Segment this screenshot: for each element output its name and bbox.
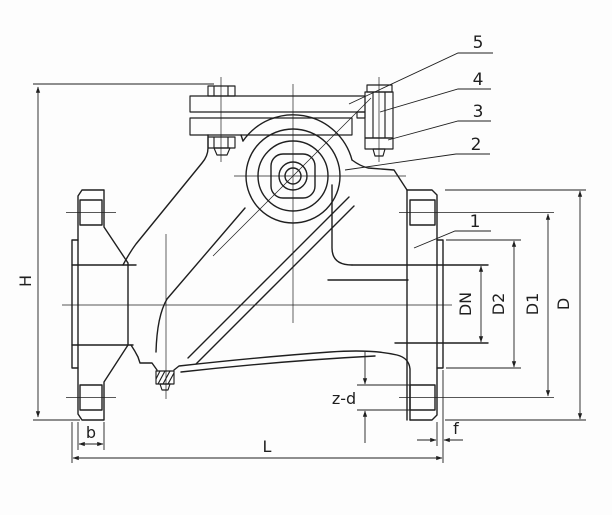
plug-hatch-3 [162, 370, 171, 385]
bonnet-assembly [189, 84, 394, 157]
hinge-housing-join [240, 134, 244, 142]
callout-2: 2 [471, 135, 482, 155]
center-lines [62, 77, 554, 399]
left-bolt-top-nut [207, 85, 236, 97]
hinge-arm-circle [257, 140, 329, 212]
valve-body [71, 114, 489, 421]
dim-label-H: H [16, 275, 35, 287]
plug-hatch-2 [157, 370, 166, 385]
left-bolt-stud-tip [213, 147, 231, 156]
callout-4: 4 [473, 70, 484, 90]
dim-label-D1: D1 [523, 293, 542, 316]
leader-1 [413, 230, 491, 249]
dim-label-b: b [86, 423, 96, 442]
right-raised-face [436, 239, 444, 369]
left-raised-face [71, 239, 79, 369]
body-top-right [351, 159, 408, 191]
neck-inner-wall [155, 207, 246, 353]
left-flange-bottom-bolt-hole [79, 384, 103, 411]
right-bolt-stud-tip [372, 148, 386, 157]
neck-outer-wall [122, 134, 209, 266]
hinge-pivot [245, 128, 341, 224]
dim-label-D: D [554, 298, 573, 310]
hinge-nut-boss [270, 153, 316, 199]
callout-leaders [344, 52, 493, 249]
right-bolt-nut [364, 137, 394, 150]
dimension-lines [35, 86, 583, 461]
right-chamber-wall [331, 184, 353, 266]
right-cover-bolt [364, 84, 394, 157]
disc-edge-inner [195, 205, 355, 365]
leader-5 [348, 52, 493, 105]
right-flange-top-bolt-hole [409, 199, 436, 226]
disc-diagonal-centerline [212, 97, 372, 257]
hinge-housing-boss [242, 114, 353, 161]
extension-lines [33, 83, 586, 463]
dim-label-D2: D2 [489, 293, 508, 316]
plug-hatch-1 [155, 370, 161, 380]
body-underside-inner [180, 355, 376, 373]
body-underside-left [130, 344, 158, 371]
body-underside-sweep [173, 350, 411, 421]
labels: H b L z-d f DN D2 D1 D 5 4 3 2 1 [16, 33, 573, 456]
callout-3: 3 [473, 102, 484, 122]
leader-4 [379, 88, 491, 113]
hinge-housing-circle [245, 128, 341, 224]
dim-label-L: L [263, 437, 272, 456]
dim-label-zd: z-d [332, 389, 356, 408]
right-flange [406, 189, 438, 421]
left-bolt-bottom-nut [207, 136, 236, 149]
hinge-bushing-circle [278, 161, 308, 191]
left-cover-bolt [207, 85, 236, 156]
plug-hatch-4 [167, 372, 175, 385]
left-flange-top-bolt-hole [79, 199, 103, 226]
leader-3 [387, 120, 491, 141]
callout-5: 5 [473, 33, 484, 53]
dim-label-f: f [453, 419, 459, 438]
drain-plug-body [155, 370, 175, 385]
body-lug-plate [189, 117, 353, 136]
hinge-pin-circle [284, 167, 302, 185]
dim-label-DN: DN [456, 292, 475, 316]
leader-2 [344, 153, 490, 171]
callout-1: 1 [470, 212, 481, 232]
disc-edge-outer [187, 196, 350, 359]
drain-plug [155, 370, 175, 391]
drain-plug-tip [159, 383, 171, 391]
